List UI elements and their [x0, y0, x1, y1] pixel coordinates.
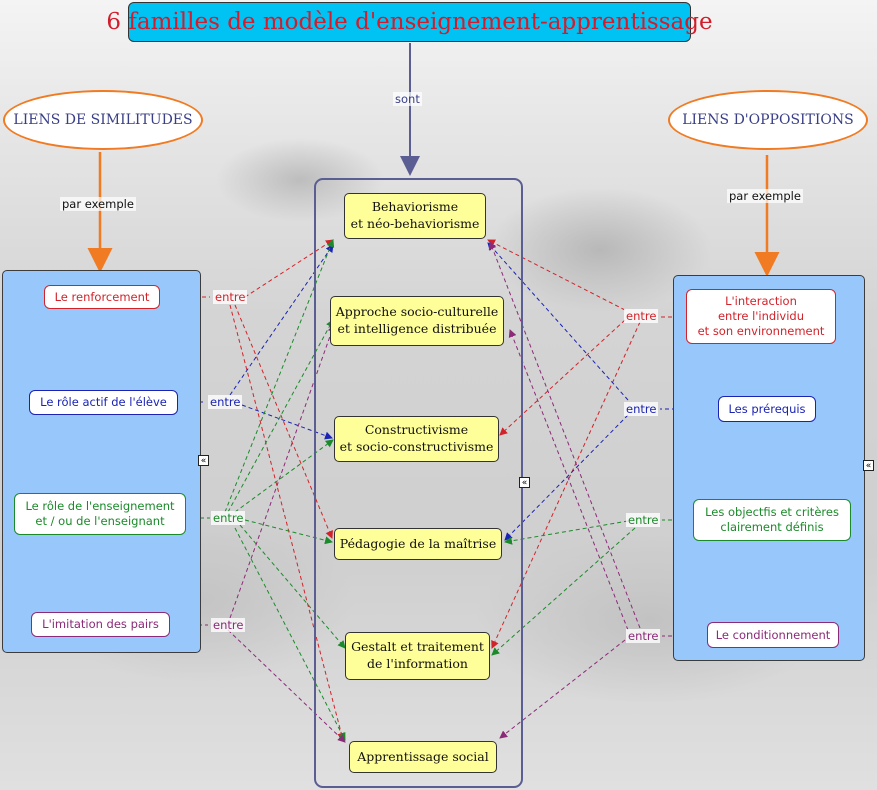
item-conditionnement[interactable]: Le conditionnement	[707, 622, 839, 648]
item-role-actif[interactable]: Le rôle actif de l'élève	[29, 390, 178, 415]
collapse-right-icon[interactable]: «	[863, 460, 874, 471]
family-socio-culturelle[interactable]: Approche socio-culturelle et intelligenc…	[330, 296, 504, 346]
par-exemple-left: par exemple	[60, 197, 136, 211]
family-apprentissage-social[interactable]: Apprentissage social	[349, 741, 497, 773]
entre-label-purple-left: entre	[211, 618, 246, 632]
family-pedagogie-maitrise[interactable]: Pédagogie de la maîtrise	[334, 528, 502, 560]
entre-label-green-left: entre	[211, 511, 246, 525]
item-interaction[interactable]: L'interaction entre l'individu et son en…	[686, 289, 836, 344]
entre-label-red-right: entre	[624, 309, 659, 323]
item-prerequis[interactable]: Les prérequis	[718, 396, 816, 422]
collapse-left-icon[interactable]: «	[198, 455, 209, 466]
family-behaviorisme[interactable]: Behaviorisme et néo-behaviorisme	[344, 193, 486, 239]
family-gestalt[interactable]: Gestalt et traitement de l'information	[345, 632, 490, 680]
family-constructivisme[interactable]: Constructivisme et socio-constructivisme	[334, 416, 499, 462]
oppositions-oval: LIENS D'OPPOSITIONS	[668, 90, 868, 150]
diagram-title: 6 familles de modèle d'enseignement-appr…	[106, 2, 713, 42]
par-exemple-right: par exemple	[727, 189, 803, 203]
sont-label: sont	[393, 92, 422, 106]
item-renforcement[interactable]: Le renforcement	[44, 285, 160, 309]
item-imitation-pairs[interactable]: L'imitation des pairs	[31, 612, 170, 637]
entre-label-blue-left: entre	[208, 395, 243, 409]
similarities-oval: LIENS DE SIMILITUDES	[3, 90, 203, 150]
entre-label-green-right: entre	[626, 513, 661, 527]
entre-label-red-left: entre	[213, 290, 248, 304]
left-panel	[2, 270, 201, 653]
center-panel	[314, 178, 523, 788]
item-objectifs[interactable]: Les objectfis et critères clairement déf…	[693, 499, 851, 541]
item-role-enseignement[interactable]: Le rôle de l'enseignement et / ou de l'e…	[14, 493, 186, 535]
collapse-center-icon[interactable]: «	[519, 477, 530, 488]
entre-label-purple-right: entre	[626, 629, 661, 643]
entre-label-blue-right: entre	[624, 402, 659, 416]
